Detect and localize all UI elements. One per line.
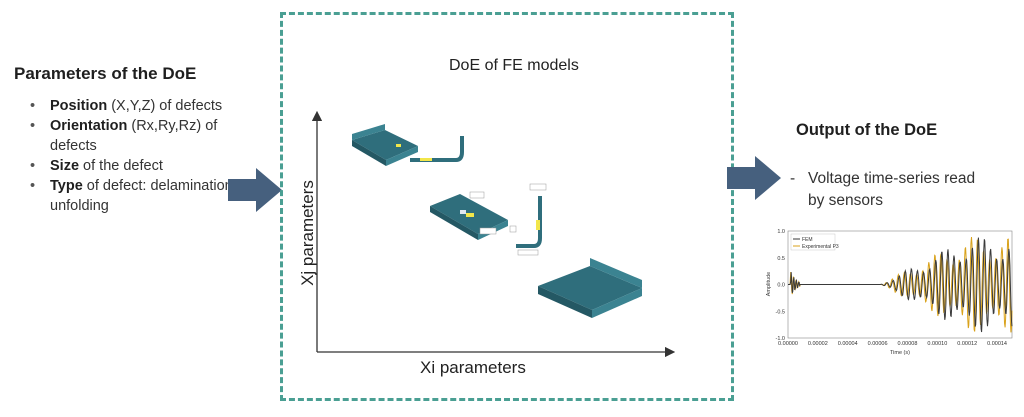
x-tick-label: 0.00014 <box>987 341 1007 347</box>
x-tick-label: 0.00006 <box>868 341 888 347</box>
x-tick-label: 0.00004 <box>838 341 858 347</box>
x-tick-label: 0.00000 <box>778 341 798 347</box>
y-tick-label: -0.5 <box>776 309 785 315</box>
doe-frame <box>280 12 734 401</box>
y-tick-label: 0.0 <box>777 283 785 289</box>
chart-legend <box>790 233 836 251</box>
param-item-orientation: Orientation (Rx,Ry,Rz) of defects <box>30 116 250 156</box>
x-tick-label: 0.00008 <box>898 341 918 347</box>
param-item-size: Size of the defect <box>30 156 250 176</box>
parameters-title: Parameters of the DoE <box>14 64 197 83</box>
voltage-chart: 1.0 0.5 0.0 -0.5 -1.0 0.00000 0.00002 0.00004 0… <box>766 229 1013 356</box>
legend-label-fem: FEM <box>802 237 813 243</box>
fe-model-1 <box>352 124 464 166</box>
right-arrow-icon <box>228 168 282 212</box>
legend-label-exp: Experimental P3 <box>802 244 839 250</box>
y-tick-label: 0.5 <box>777 256 785 262</box>
right-arrow-icon <box>727 156 781 200</box>
doe-axes <box>311 110 676 358</box>
output-title: Output of the DoE <box>796 121 938 139</box>
x-tick-label: 0.00002 <box>808 341 828 347</box>
y-axis-label: Xj parameters <box>298 180 317 286</box>
chart-ylabel: Amplitude <box>766 272 772 296</box>
x-axis-label: Xi parameters <box>420 358 526 377</box>
y-tick-label: 1.0 <box>777 229 785 235</box>
chart-xlabel: Time (s) <box>890 350 910 356</box>
param-item-type: Type of defect: delamination / unfolding <box>30 176 250 216</box>
fe-model-3 <box>538 258 642 318</box>
output-description: -Voltage time-series read by sensors <box>790 170 976 209</box>
x-tick-label: 0.00012 <box>957 341 977 347</box>
param-item-position: Position (X,Y,Z) of defects <box>30 96 250 116</box>
parameters-list: Position (X,Y,Z) of defects Orientation … <box>30 96 250 216</box>
x-tick-label: 0.00010 <box>927 341 947 347</box>
y-tick-label: -1.0 <box>776 336 785 342</box>
doe-title: DoE of FE models <box>449 57 579 74</box>
fe-model-2 <box>430 183 547 256</box>
series-fem <box>788 237 1013 333</box>
